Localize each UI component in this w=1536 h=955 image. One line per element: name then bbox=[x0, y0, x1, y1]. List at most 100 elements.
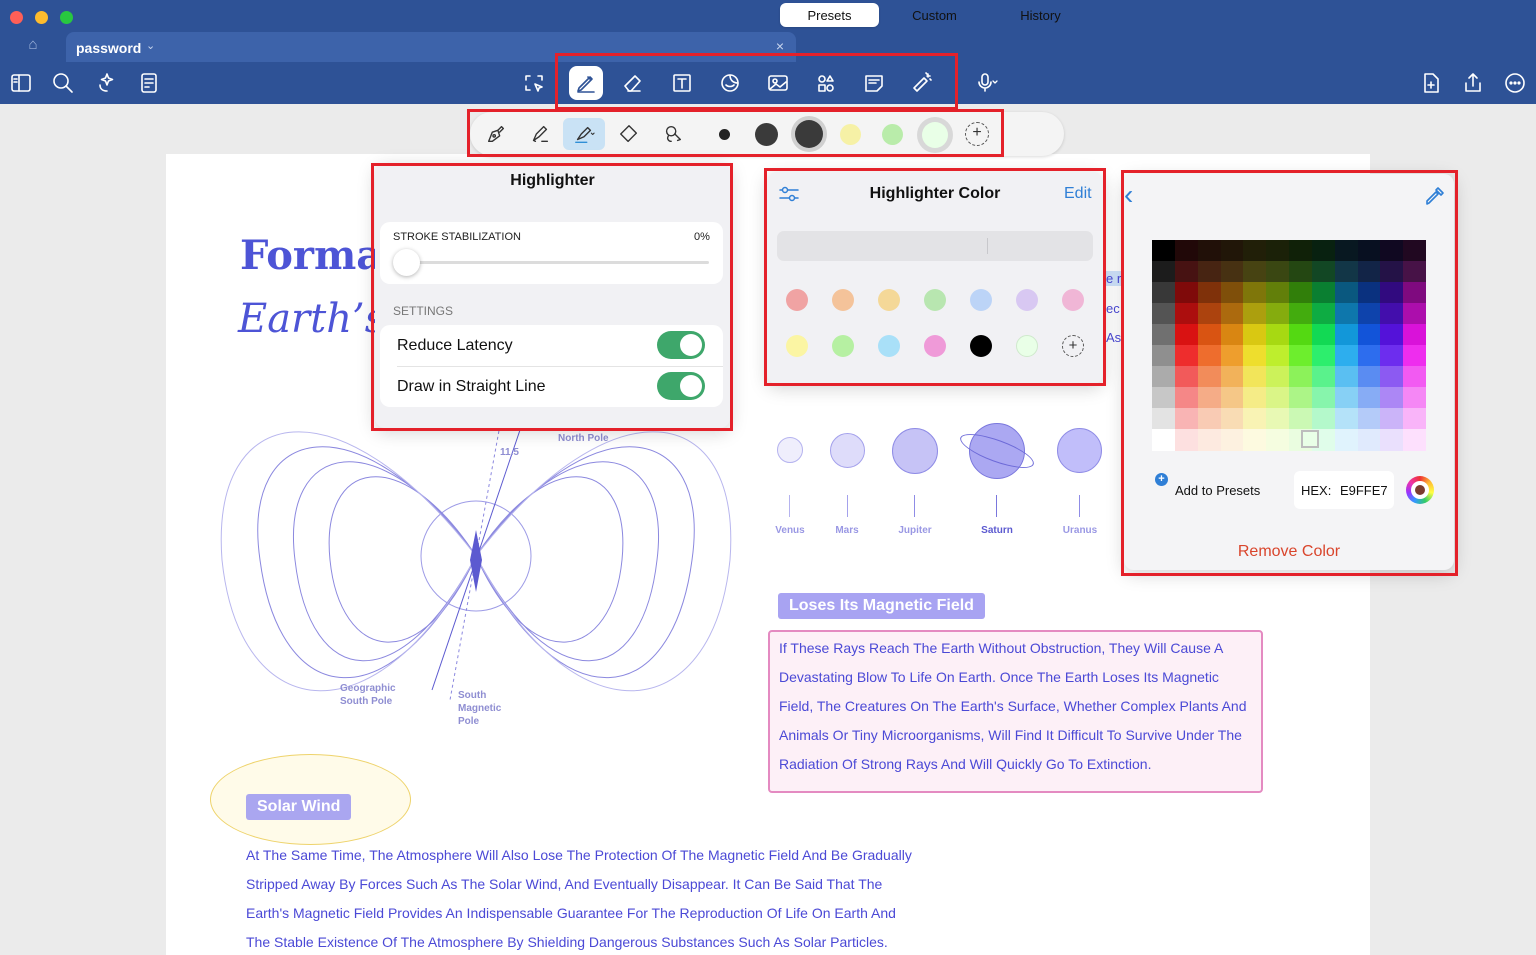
grid-cell[interactable] bbox=[1311, 240, 1336, 262]
grid-cell[interactable] bbox=[1174, 345, 1199, 367]
grid-cell[interactable] bbox=[1311, 408, 1336, 430]
grid-cell[interactable] bbox=[1311, 282, 1336, 304]
add-presets-plus-icon[interactable]: + bbox=[1155, 473, 1168, 486]
grid-cell[interactable] bbox=[1266, 366, 1290, 388]
grid-cell[interactable] bbox=[1334, 408, 1358, 430]
grid-cell[interactable] bbox=[1220, 240, 1244, 262]
grid-cell[interactable] bbox=[1403, 429, 1427, 451]
grid-cell[interactable] bbox=[1334, 282, 1358, 304]
add-page-icon[interactable] bbox=[1416, 68, 1446, 98]
stroke-slider-thumb[interactable] bbox=[393, 249, 420, 276]
grid-cell[interactable] bbox=[1266, 240, 1290, 262]
grid-cell[interactable] bbox=[1357, 324, 1381, 346]
form-icon[interactable] bbox=[134, 68, 164, 98]
grid-cell[interactable] bbox=[1197, 303, 1221, 325]
grid-cell[interactable] bbox=[1266, 345, 1290, 367]
grid-cell[interactable] bbox=[1380, 261, 1404, 283]
grid-cell[interactable] bbox=[1152, 261, 1176, 283]
grid-cell[interactable] bbox=[1289, 303, 1313, 325]
lasso-icon[interactable] bbox=[658, 120, 688, 148]
grid-cell[interactable] bbox=[1357, 408, 1381, 430]
edit-button[interactable]: Edit bbox=[1064, 185, 1092, 202]
straight-line-toggle[interactable] bbox=[657, 372, 705, 400]
tab-history[interactable]: History bbox=[1020, 7, 1061, 23]
grid-cell[interactable] bbox=[1243, 240, 1267, 262]
grid-cell[interactable] bbox=[1152, 240, 1176, 262]
grid-cell[interactable] bbox=[1380, 282, 1404, 304]
grid-cell[interactable] bbox=[1174, 387, 1199, 409]
grid-cell[interactable] bbox=[1174, 282, 1199, 304]
grid-cell[interactable] bbox=[1289, 240, 1313, 262]
grid-cell[interactable] bbox=[1403, 366, 1427, 388]
grid-cell[interactable] bbox=[1334, 366, 1358, 388]
ai-sparkle-icon[interactable] bbox=[92, 68, 122, 98]
color-green[interactable] bbox=[882, 124, 903, 145]
add-color-icon[interactable]: + bbox=[965, 122, 989, 146]
close-tab-icon[interactable]: × bbox=[775, 38, 784, 54]
eyedropper-icon[interactable] bbox=[1424, 185, 1446, 207]
grid-cell[interactable] bbox=[1174, 261, 1199, 283]
preset-swatch[interactable] bbox=[786, 289, 808, 311]
color-grid[interactable] bbox=[1152, 240, 1427, 451]
grid-cell[interactable] bbox=[1403, 345, 1427, 367]
grid-cell[interactable] bbox=[1243, 366, 1267, 388]
audio-icon[interactable] bbox=[966, 68, 1010, 98]
preset-swatch[interactable] bbox=[878, 289, 900, 311]
grid-cell[interactable] bbox=[1243, 408, 1267, 430]
grid-cell[interactable] bbox=[1152, 366, 1176, 388]
grid-cell[interactable] bbox=[1403, 282, 1427, 304]
preset-swatch[interactable] bbox=[970, 289, 992, 311]
grid-cell[interactable] bbox=[1197, 282, 1221, 304]
ballpoint-icon[interactable] bbox=[525, 120, 555, 148]
grid-cell[interactable] bbox=[1334, 429, 1358, 451]
back-icon[interactable]: ‹ bbox=[1124, 179, 1134, 210]
grid-cell[interactable] bbox=[1403, 324, 1427, 346]
color-yellow[interactable] bbox=[840, 124, 861, 145]
grid-cell[interactable] bbox=[1311, 303, 1336, 325]
grid-cell[interactable] bbox=[1152, 282, 1176, 304]
grid-cell[interactable] bbox=[1289, 387, 1313, 409]
grid-cell[interactable] bbox=[1357, 261, 1381, 283]
grid-cell[interactable] bbox=[1220, 324, 1244, 346]
grid-cell[interactable] bbox=[1174, 429, 1199, 451]
grid-cell[interactable] bbox=[1311, 387, 1336, 409]
preset-swatch[interactable] bbox=[1016, 335, 1038, 357]
grid-cell[interactable] bbox=[1220, 345, 1244, 367]
grid-cell[interactable] bbox=[1334, 324, 1358, 346]
note-icon[interactable] bbox=[859, 68, 889, 98]
grid-cell[interactable] bbox=[1152, 429, 1176, 451]
grid-cell[interactable] bbox=[1380, 240, 1404, 262]
grid-cell[interactable] bbox=[1152, 408, 1176, 430]
grid-cell[interactable] bbox=[1266, 387, 1290, 409]
color-wheel-icon[interactable] bbox=[1406, 476, 1434, 504]
grid-cell[interactable] bbox=[1220, 429, 1244, 451]
grid-cell[interactable] bbox=[1289, 261, 1313, 283]
grid-cell[interactable] bbox=[1174, 240, 1199, 262]
grid-cell[interactable] bbox=[1289, 366, 1313, 388]
preset-swatch[interactable] bbox=[970, 335, 992, 357]
preset-swatch[interactable] bbox=[832, 335, 854, 357]
grid-cell[interactable] bbox=[1243, 303, 1267, 325]
grid-cell[interactable] bbox=[1380, 429, 1404, 451]
adjust-icon[interactable] bbox=[778, 184, 800, 204]
grid-cell[interactable] bbox=[1197, 240, 1221, 262]
grid-cell[interactable] bbox=[1380, 324, 1404, 346]
grid-cell[interactable] bbox=[1174, 303, 1199, 325]
eraser-tool-icon[interactable] bbox=[614, 120, 644, 148]
search-icon[interactable] bbox=[48, 68, 78, 98]
grid-cell[interactable] bbox=[1220, 387, 1244, 409]
add-to-presets-label[interactable]: Add to Presets bbox=[1175, 483, 1261, 498]
grid-cell[interactable] bbox=[1289, 408, 1313, 430]
reduce-latency-toggle[interactable] bbox=[657, 331, 705, 359]
laser-icon[interactable] bbox=[907, 68, 937, 98]
tab-presets[interactable]: Presets bbox=[780, 3, 879, 27]
grid-cell[interactable] bbox=[1220, 366, 1244, 388]
preset-swatch[interactable] bbox=[924, 335, 946, 357]
chevron-down-icon[interactable]: ⌄ bbox=[146, 40, 156, 52]
shapes-icon[interactable] bbox=[811, 68, 841, 98]
tab-custom[interactable]: Custom bbox=[912, 7, 957, 23]
preset-swatch[interactable] bbox=[924, 289, 946, 311]
stroke-slider-track[interactable] bbox=[397, 261, 709, 264]
grid-cell[interactable] bbox=[1197, 408, 1221, 430]
preset-swatch[interactable] bbox=[1016, 289, 1038, 311]
